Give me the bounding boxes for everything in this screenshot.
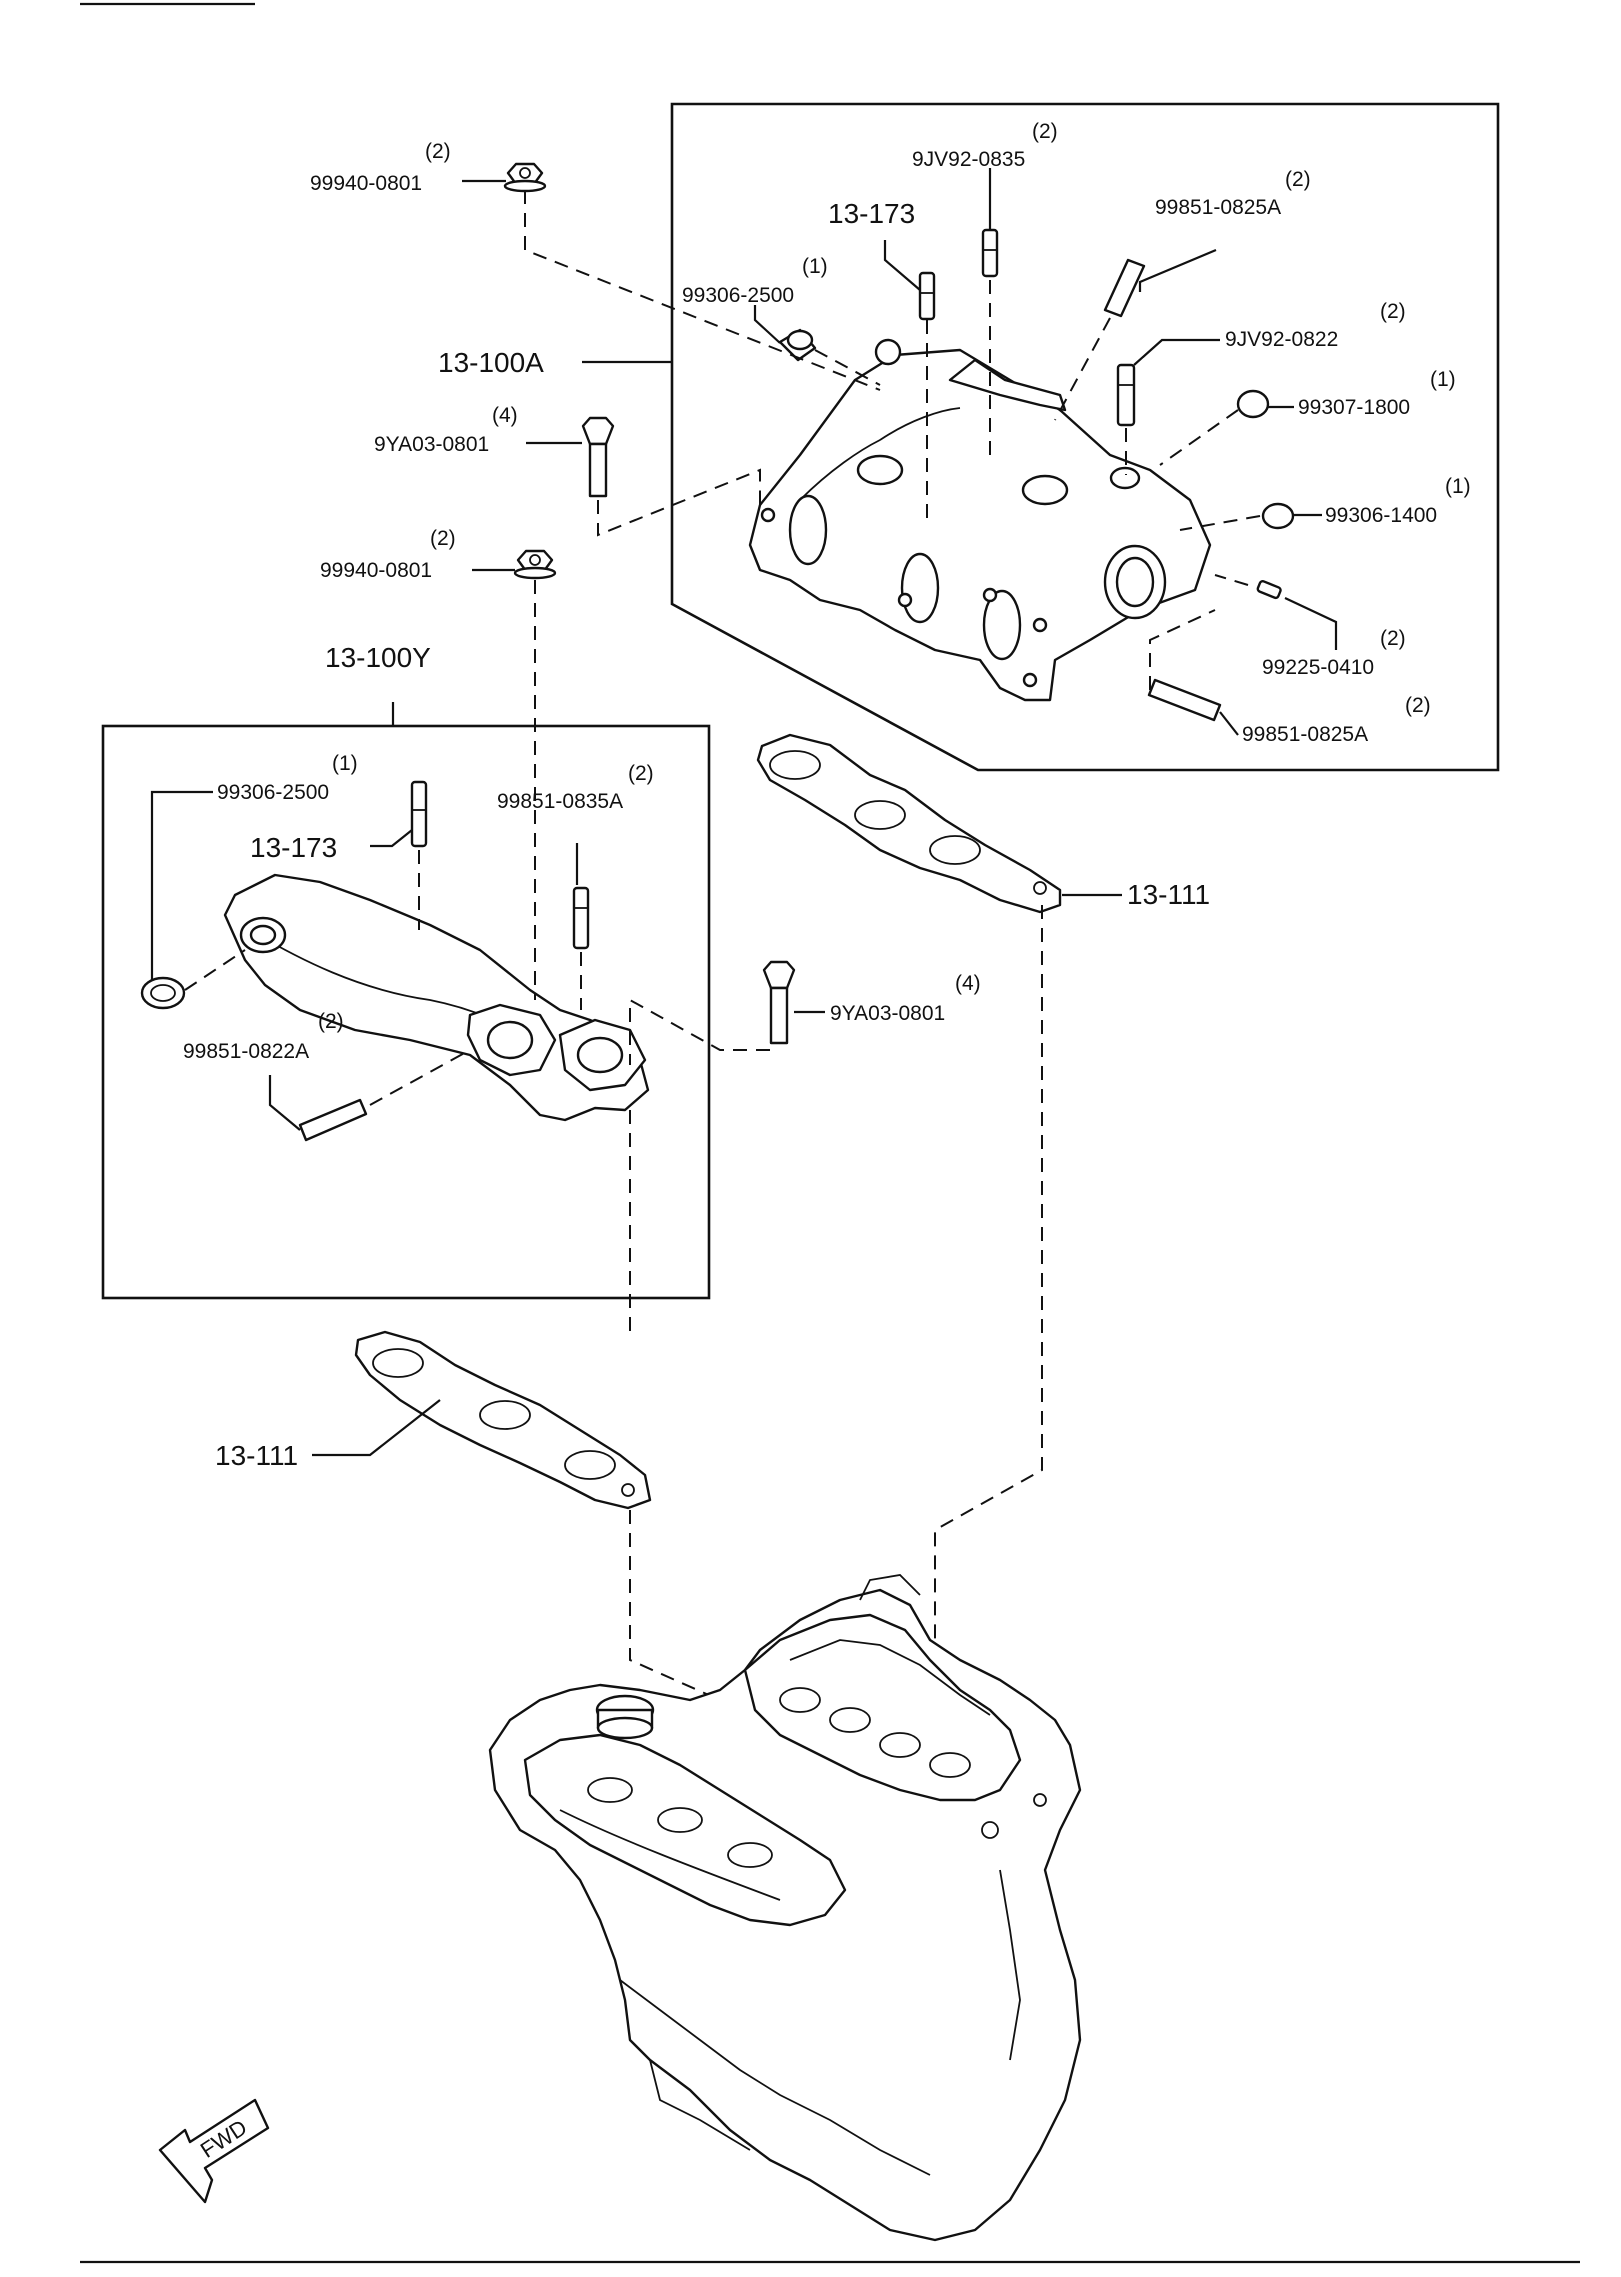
ref-13-100a: 13-100A xyxy=(438,347,544,378)
qty-plug-1400: (1) xyxy=(1445,475,1471,498)
qty-nut-top: (2) xyxy=(425,140,451,163)
qty-plug-left: (1) xyxy=(332,752,358,775)
part-plug-1400: 99306-1400 xyxy=(1325,504,1437,527)
part-plug-top: 99306-2500 xyxy=(682,284,794,307)
upper-flange-nut xyxy=(503,162,547,193)
lower-dash-plug xyxy=(184,949,246,991)
upper-plug-99306-1400 xyxy=(1261,502,1295,530)
part-stud-0822: 9JV92-0822 xyxy=(1225,328,1338,351)
upper-dash-plug xyxy=(814,349,881,386)
upper-dash-stud-right xyxy=(1054,317,1111,421)
upper-stud-13-173 xyxy=(918,271,936,321)
qty-bolt-top: (4) xyxy=(492,404,518,427)
ref-13-173-top: 13-173 xyxy=(828,198,915,229)
upper-dash-nut xyxy=(524,190,881,391)
lower-assembly-box xyxy=(101,724,711,1300)
qty-stud-lower-right: (2) xyxy=(1405,694,1431,717)
upper-dash-stud-lower xyxy=(1149,609,1216,690)
ref-13-173-left: 13-173 xyxy=(250,832,337,863)
lower-stud-99851-0835a xyxy=(572,886,590,950)
qty-plug-top: (1) xyxy=(802,255,828,278)
dash-left-to-engine xyxy=(629,1510,721,1701)
middle-flange-nut xyxy=(513,549,557,580)
upper-bolt-9ya03-0801 xyxy=(581,416,615,498)
upper-stud-lower-right xyxy=(1147,678,1222,722)
qty-stud-0822a: (2) xyxy=(318,1010,344,1033)
qty-nut-mid: (2) xyxy=(430,527,456,550)
solid-leaders xyxy=(150,168,1338,1457)
lower-dash-bolt xyxy=(629,998,770,1065)
upper-assembly-box xyxy=(670,102,1500,772)
upper-stud-99851-0825a xyxy=(1103,258,1146,318)
ref-13-111-left: 13-111 xyxy=(215,1440,298,1471)
part-bolt-mid: 9YA03-0801 xyxy=(830,1002,945,1025)
engine-block xyxy=(488,1574,1082,2242)
qty-stud-right: (2) xyxy=(1285,168,1311,191)
part-nut-mid: 99940-0801 xyxy=(320,559,432,582)
lower-bolt-9ya03-0801 xyxy=(762,960,796,1045)
upper-stud-9jv92-0835 xyxy=(981,228,999,278)
left-gasket-13-111 xyxy=(354,1330,652,1510)
lower-dash-stud-0822 xyxy=(369,1049,471,1106)
upper-dash-plug-1400 xyxy=(1179,515,1261,531)
part-stud-lower-right: 99851-0825A xyxy=(1242,723,1368,746)
lower-plug-99306-2500 xyxy=(140,976,186,1010)
ref-13-100y: 13-100Y xyxy=(325,642,431,673)
qty-bolt-mid: (4) xyxy=(955,972,981,995)
right-gasket-13-111 xyxy=(756,733,1062,914)
qty-plug-1800: (1) xyxy=(1430,368,1456,391)
upper-dash-pin xyxy=(1214,574,1249,586)
lower-stud-13-173 xyxy=(410,780,428,848)
part-plug-left: 99306-2500 xyxy=(217,781,329,804)
ref-13-111-right: 13-111 xyxy=(1127,879,1210,910)
upper-dash-bolt xyxy=(597,468,761,537)
qty-stud-top: (2) xyxy=(1032,120,1058,143)
upper-plug-99307-1800 xyxy=(1236,389,1270,419)
upper-stud-9jv92-0822 xyxy=(1116,363,1136,427)
lower-stud-99851-0822a xyxy=(298,1098,368,1142)
upper-intake-manifold xyxy=(748,338,1212,702)
qty-pin-0410: (2) xyxy=(1380,627,1406,650)
dash-right-to-engine xyxy=(934,905,1043,1720)
qty-stud-0822: (2) xyxy=(1380,300,1406,323)
part-stud-0822a: 99851-0822A xyxy=(183,1040,309,1063)
part-stud-right: 99851-0825A xyxy=(1155,196,1281,219)
upper-dash-plug-1800 xyxy=(1159,409,1239,466)
fwd-direction-marker: FWD xyxy=(158,2098,270,2204)
part-pin-0410: 99225-0410 xyxy=(1262,656,1374,679)
part-stud-0835a: 99851-0835A xyxy=(497,790,623,813)
upper-plug-99306-2500 xyxy=(778,328,817,362)
part-stud-top: 9JV92-0835 xyxy=(912,148,1025,171)
upper-pin-99225-0410 xyxy=(1256,580,1282,600)
part-nut-top: 99940-0801 xyxy=(310,172,422,195)
part-plug-1800: 99307-1800 xyxy=(1298,396,1410,419)
qty-stud-0835a: (2) xyxy=(628,762,654,785)
lower-intake-manifold xyxy=(223,873,650,1122)
part-bolt-top: 9YA03-0801 xyxy=(374,433,489,456)
